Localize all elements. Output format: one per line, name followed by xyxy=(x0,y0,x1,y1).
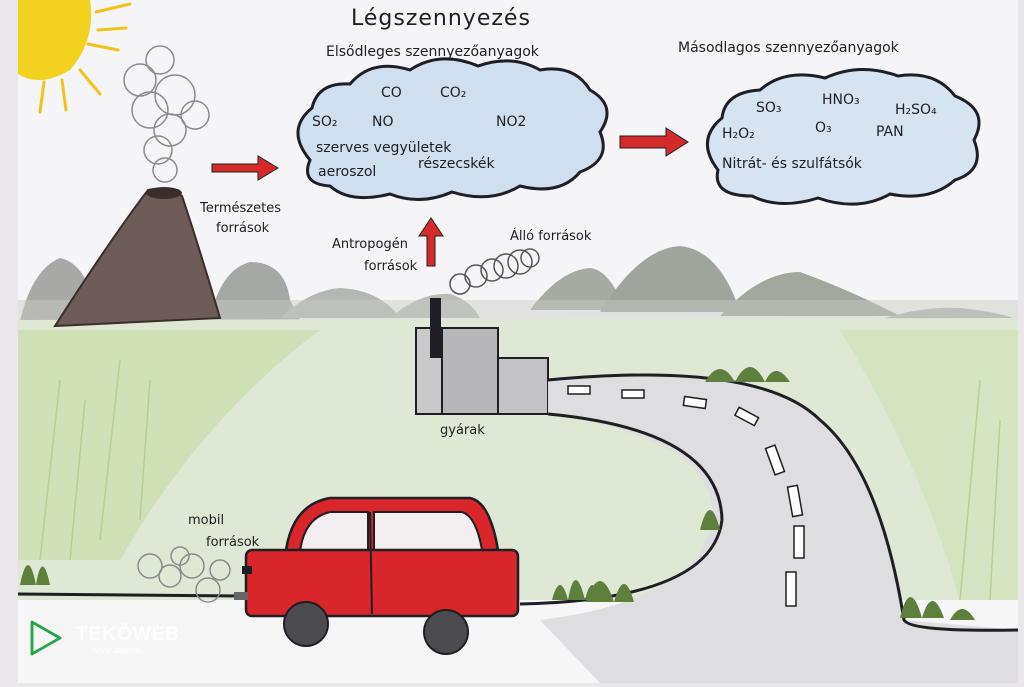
logo-url: www.teko.hu xyxy=(92,645,144,655)
secondary-cloud xyxy=(705,67,981,206)
stationary-label: Álló források xyxy=(510,228,592,244)
logo-play-icon xyxy=(29,619,63,657)
primary-organic: szerves vegyületek xyxy=(316,140,452,156)
anthropogenic-label-2: források xyxy=(364,259,418,274)
secondary-pan: PAN xyxy=(876,124,904,140)
secondary-hno3: HNO₃ xyxy=(822,92,860,108)
car-icon xyxy=(137,496,520,655)
primary-no: NO xyxy=(372,114,394,130)
arrow-to-secondary xyxy=(619,127,689,157)
secondary-h2o2: H₂O₂ xyxy=(722,126,755,142)
factory-icon xyxy=(415,248,549,415)
primary-no2: NO2 xyxy=(496,114,526,130)
bushes xyxy=(20,367,975,620)
arrow-anthropogenic xyxy=(418,217,444,267)
secondary-so3: SO₃ xyxy=(756,100,782,116)
volcano-icon xyxy=(53,45,222,328)
secondary-heading: Másodlagos szennyezőanyagok xyxy=(678,40,899,56)
logo-name: TEKÖWEB xyxy=(76,624,181,645)
secondary-o3: O₃ xyxy=(815,120,832,136)
secondary-h2so4: H₂SO₄ xyxy=(895,102,937,118)
teko-logo[interactable]: TEKÖWEB www.teko.hu xyxy=(26,614,186,662)
primary-so2: SO₂ xyxy=(312,114,338,130)
primary-aerosol: aeroszol xyxy=(318,164,376,180)
primary-heading: Elsődleges szennyezőanyagok xyxy=(326,44,539,60)
arrow-natural xyxy=(211,155,279,181)
natural-label-2: források xyxy=(216,221,270,236)
drawing-title: Légszennyezés xyxy=(351,6,531,31)
secondary-salts: Nitrát- és szulfátsók xyxy=(722,156,863,172)
primary-cloud xyxy=(296,57,609,202)
factory-label: gyárak xyxy=(440,423,485,438)
mobile-label-1: mobil xyxy=(188,513,224,528)
primary-particles: részecskék xyxy=(418,156,496,172)
sun-icon xyxy=(18,0,132,114)
anthropogenic-label-1: Antropogén xyxy=(332,237,408,252)
primary-co2: CO₂ xyxy=(440,85,466,101)
primary-co: CO xyxy=(381,85,402,101)
natural-label-1: Természetes xyxy=(199,201,281,216)
road-icon xyxy=(519,373,1019,683)
mobile-label-2: források xyxy=(206,535,260,550)
